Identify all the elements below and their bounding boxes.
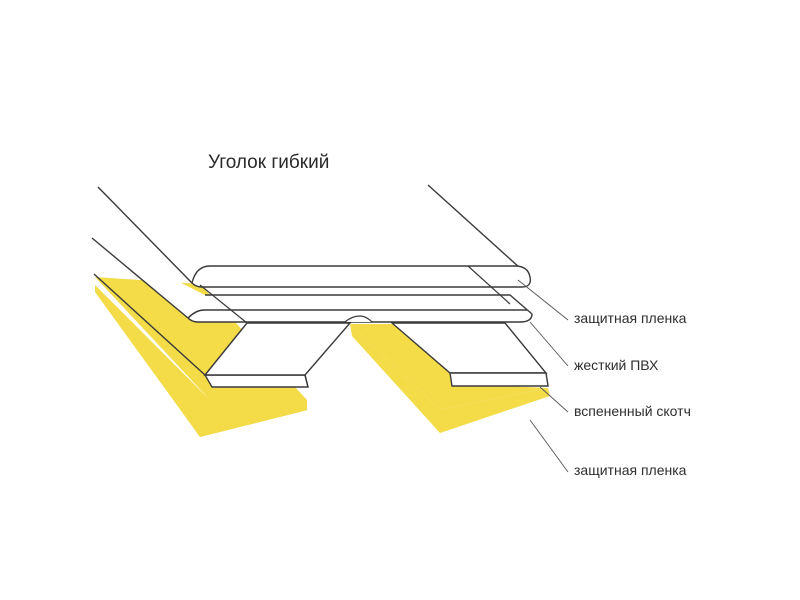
label-rigid-pvc: жесткий ПВХ	[574, 357, 659, 373]
leader-lines	[517, 279, 569, 473]
leader-line-4	[529, 419, 569, 473]
rigid-pvc-left	[203, 322, 352, 388]
left-edges	[93, 273, 248, 376]
diagram-title: Уголок гибкий	[208, 152, 330, 173]
label-foam-tape: вспененный скотч	[574, 403, 691, 419]
rigid-pvc-right	[390, 322, 549, 387]
leader-line-2	[529, 321, 569, 367]
label-protective-film-bottom: защитная пленка	[574, 462, 687, 478]
label-protective-film-top: защитная пленка	[574, 310, 687, 326]
leader-line-1	[517, 279, 569, 321]
middle-protective-film	[91, 237, 533, 323]
top-protective-film	[97, 184, 532, 305]
leader-line-3	[539, 386, 569, 413]
